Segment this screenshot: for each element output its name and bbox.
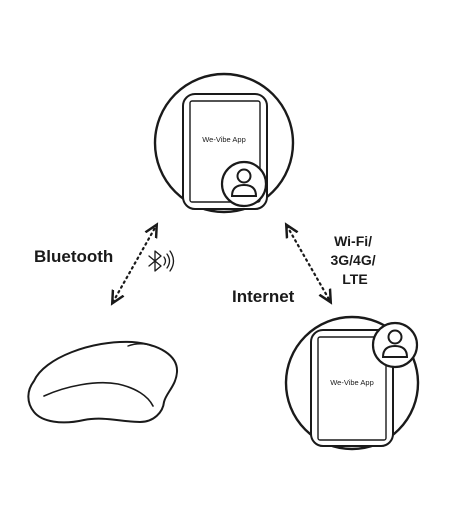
internet-label: Internet: [232, 287, 295, 306]
user-avatar-icon: [371, 321, 419, 369]
bluetooth-connection-arrow: [113, 226, 156, 302]
user-avatar-icon: [220, 160, 268, 208]
network-line-cellular: 3G/4G/: [330, 252, 375, 268]
app-name-label: We-Vibe App: [202, 135, 246, 144]
network-line-wifi: Wi-Fi/: [334, 233, 372, 249]
phone-icon: [310, 329, 394, 447]
phone-circle-bottom: We-Vibe App: [284, 315, 420, 451]
phone-circle-top: We-Vibe App: [153, 72, 295, 214]
couples-vibrator-device: [27, 340, 179, 424]
network-types-label: Wi-Fi/ 3G/4G/ LTE: [330, 233, 379, 287]
internet-connection-arrow: [287, 226, 330, 301]
app-name-label: We-Vibe App: [330, 378, 374, 387]
bluetooth-label: Bluetooth: [34, 247, 113, 266]
bluetooth-icon: [148, 250, 175, 272]
network-line-lte: LTE: [342, 271, 367, 287]
